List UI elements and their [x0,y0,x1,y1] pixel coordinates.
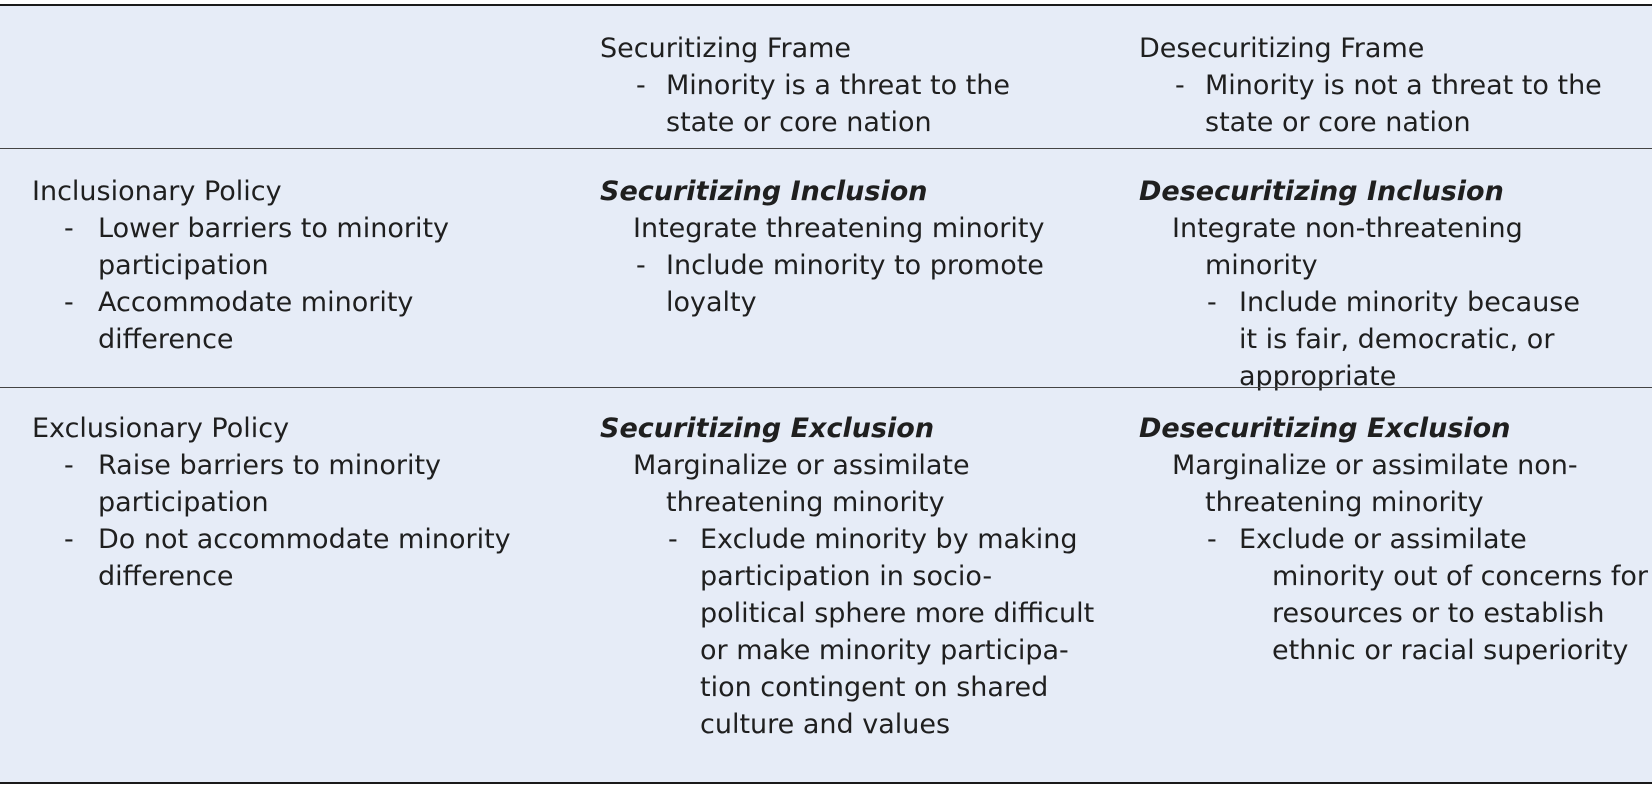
dash-marker: - [1207,524,1217,555]
dash-marker: - [1207,287,1217,318]
header-securitizing-frame-bullet: - Minority is a threat to the state or c… [600,67,1010,141]
securitizing-inclusion-desc: Integrate threatening minority [633,213,1045,244]
list-item: - Exclude minority by making participati… [600,521,1094,743]
desecuritizing-exclusion-title: Desecuritizing Exclusion [1139,413,1511,444]
list-item: - Include minority because it is fair, d… [1139,284,1580,395]
list-item: - Include minority to promote loyalty [600,247,1044,321]
inclusionary-policy-title: Inclusionary Policy [32,176,282,207]
dash-marker: - [668,524,678,555]
desecuritizing-inclusion-title: Desecuritizing Inclusion [1139,176,1504,207]
row-divider [0,387,1652,388]
header-desecuritizing-frame-title: Desecuritizing Frame [1139,33,1425,64]
dash-marker: - [636,70,646,101]
row-divider [0,148,1652,149]
securitizing-exclusion-title: Securitizing Exclusion [600,413,935,444]
list-item: - Do not accommodate minority difference [32,521,511,595]
securitizing-inclusion-cell: Securitizing Inclusion Integrate threate… [600,173,1044,321]
securitizing-exclusion-desc: Marginalize or assimilate threatening mi… [633,450,970,518]
desecuritizing-inclusion-cell: Desecuritizing Inclusion Integrate non-t… [1139,173,1580,395]
exclusionary-policy-title: Exclusionary Policy [32,413,290,444]
dash-marker: - [64,450,74,481]
securitizing-exclusion-cell: Securitizing Exclusion Marginalize or as… [600,410,1094,743]
list-item: - Raise barriers to minority participati… [32,447,511,521]
dash-marker: - [1175,70,1185,101]
exclusionary-policy-cell: Exclusionary Policy - Raise barriers to … [32,410,511,595]
header-securitizing-frame-title: Securitizing Frame [600,33,852,64]
dash-marker: - [64,213,74,244]
dash-marker: - [64,287,74,318]
header-securitizing-frame: Securitizing Frame - Minority is a threa… [600,30,1010,141]
list-item: - Exclude or assimilate minority out of … [1139,521,1648,669]
framework-table: Securitizing Frame - Minority is a threa… [0,4,1652,784]
desecuritizing-exclusion-cell: Desecuritizing Exclusion Marginalize or … [1139,410,1648,669]
securitizing-inclusion-title: Securitizing Inclusion [600,176,928,207]
dash-marker: - [64,524,74,555]
header-desecuritizing-frame-bullet: - Minority is not a threat to the state … [1139,67,1602,141]
list-item: - Lower barriers to minority participati… [32,210,449,284]
inclusionary-policy-cell: Inclusionary Policy - Lower barriers to … [32,173,449,358]
list-item: - Accommodate minority difference [32,284,449,358]
header-desecuritizing-frame: Desecuritizing Frame - Minority is not a… [1139,30,1602,141]
desecuritizing-exclusion-desc: Marginalize or assimilate non- threateni… [1172,450,1578,518]
dash-marker: - [636,250,646,281]
desecuritizing-inclusion-desc: Integrate non-threatening minority [1172,213,1523,281]
